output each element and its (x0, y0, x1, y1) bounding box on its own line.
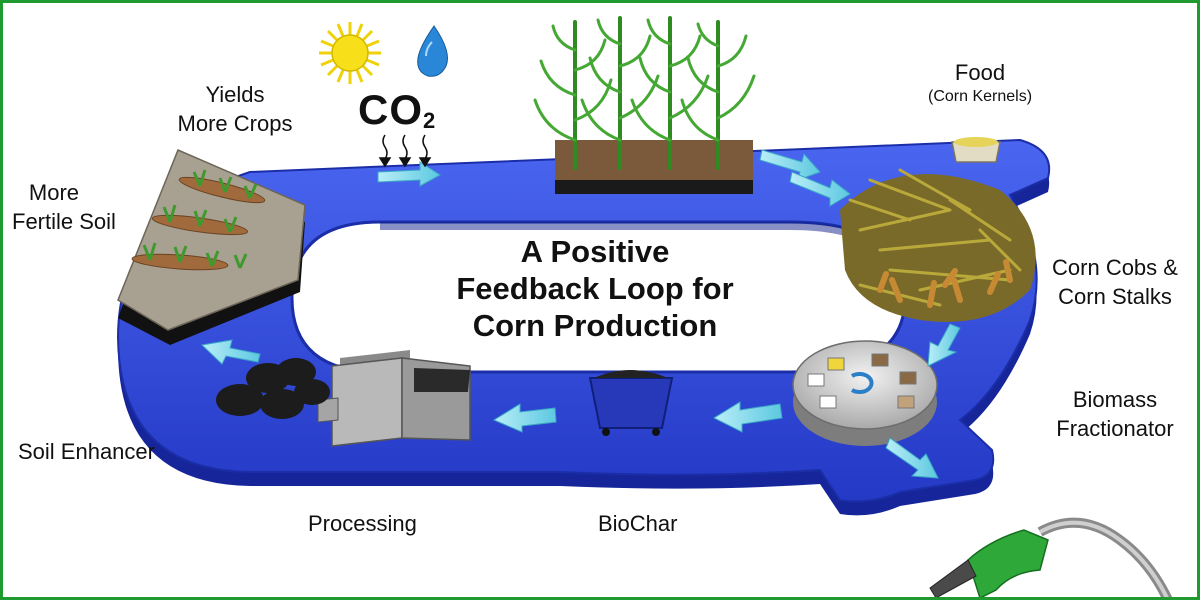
fuel-nozzle-icon (929, 517, 1173, 600)
food-label: Food (Corn Kernels) (927, 60, 1033, 105)
co2-absorption-arrows (378, 134, 432, 168)
biochar-lumps (216, 358, 330, 419)
diagram-title: A Positive Feedback Loop for Corn Produc… (456, 234, 734, 343)
flow-arrows (200, 149, 961, 479)
corn-cobs-stalks-label: Corn Cobs &Corn Stalks (1052, 255, 1178, 309)
biomass-fractionator (792, 340, 938, 446)
sun-icon (319, 22, 381, 84)
biochar-cart (588, 370, 674, 436)
corn-field-block (533, 16, 756, 194)
water-drop-icon (417, 25, 448, 77)
biochar-label: BioChar (598, 511, 678, 536)
processing-machine (317, 350, 471, 447)
co2-label: CO2 (358, 86, 437, 133)
processing-label: Processing (308, 511, 417, 536)
soil-enhancer-label: Soil Enhancer (18, 439, 155, 464)
corn-kernels-tray (951, 137, 1001, 163)
corn-stalks-pile (840, 168, 1036, 322)
fertile-soil-block (117, 149, 306, 345)
